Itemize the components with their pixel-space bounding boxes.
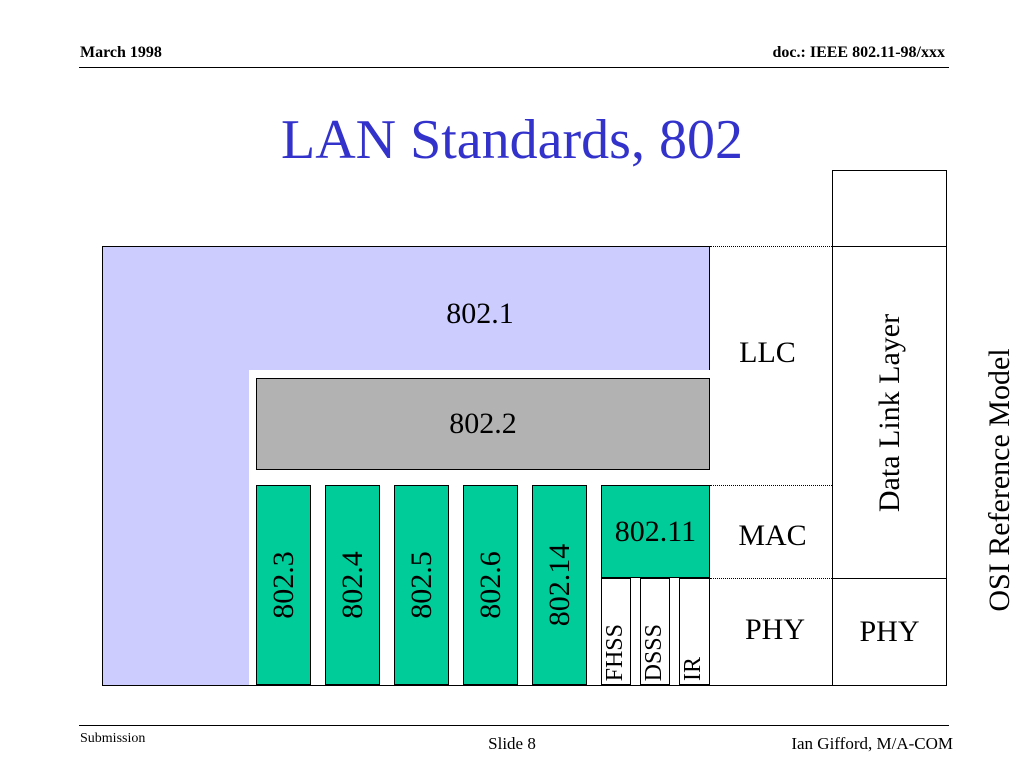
label-osi-reference-model: OSI Reference Model — [983, 348, 1016, 612]
label-fhss: FHSS — [602, 623, 628, 681]
box-osi-phy: PHY — [832, 578, 947, 686]
separator-bottom — [710, 685, 832, 686]
footer-submission: Submission — [80, 731, 146, 746]
separator-phy-top — [710, 578, 832, 579]
label-802-1: 802.1 — [446, 297, 514, 330]
box-fhss: FHSS — [601, 578, 631, 685]
label-802-5: 802.5 — [404, 551, 438, 619]
box-802-4: 802.4 — [325, 485, 380, 685]
label-802-3: 802.3 — [266, 551, 300, 619]
footer-rule — [79, 725, 949, 726]
box-osi-data-link: Data Link Layer — [832, 246, 947, 579]
box-802-11: 802.11 — [601, 485, 710, 578]
label-802-14: 802.14 — [542, 543, 576, 627]
label-llc: LLC — [739, 336, 796, 369]
slide-title: LAN Standards, 802 — [281, 109, 743, 171]
osi-label-wrap: OSI Reference Model — [975, 335, 1024, 625]
label-802-6: 802.6 — [473, 551, 507, 619]
header-rule — [79, 67, 949, 68]
separator-mac-top — [710, 485, 832, 486]
separator-llc-top — [710, 246, 832, 247]
label-802-4: 802.4 — [335, 551, 369, 619]
box-dsss: DSSS — [640, 578, 670, 685]
box-802-6: 802.6 — [463, 485, 518, 685]
footer-author: Ian Gifford, M/A-COM — [791, 734, 953, 753]
label-data-link-layer: Data Link Layer — [872, 313, 906, 512]
box-802-5: 802.5 — [394, 485, 449, 685]
label-ir: IR — [680, 657, 706, 681]
label-phy-ieee: PHY — [744, 613, 805, 646]
label-dsss: DSSS — [641, 623, 667, 681]
box-osi-network — [832, 170, 947, 247]
footer-slide-number: Slide 8 — [488, 734, 536, 753]
box-802-3: 802.3 — [256, 485, 311, 685]
header-date: March 1998 — [80, 44, 162, 61]
label-mac: MAC — [738, 519, 807, 552]
box-802-14: 802.14 — [532, 485, 587, 685]
box-ir: IR — [679, 578, 710, 685]
box-802-2: 802.2 — [256, 378, 710, 470]
header-doc-id: doc.: IEEE 802.11-98/xxx — [772, 44, 945, 61]
